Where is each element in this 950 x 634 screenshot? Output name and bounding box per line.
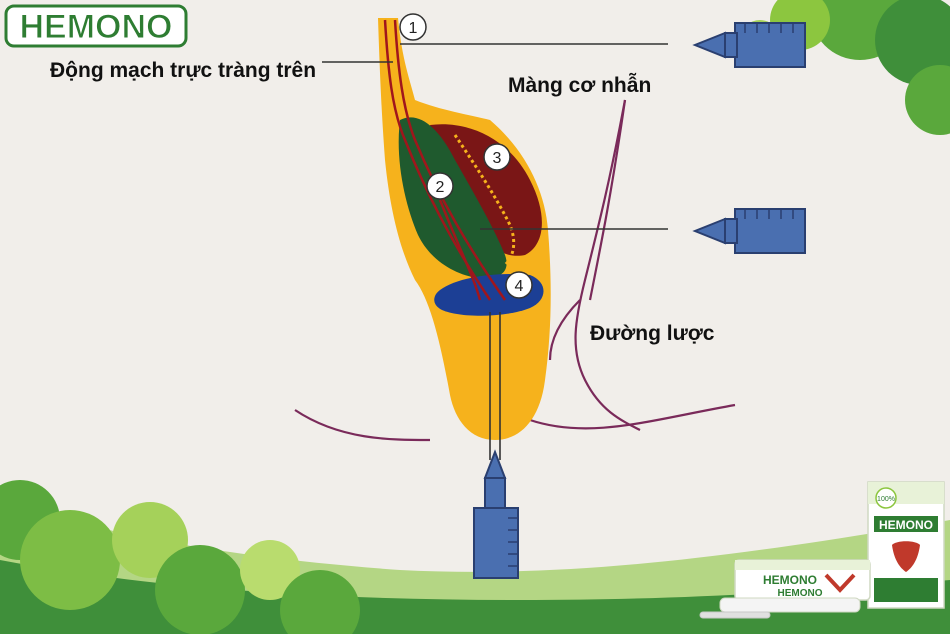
syringe-bottom [473, 449, 519, 579]
product-image: 100% HEMONO HEMONO HEMONO [699, 481, 945, 619]
green-zone [398, 117, 507, 279]
artery [383, 19, 507, 301]
pointer-lines [322, 43, 668, 460]
quality-seal-text: 100% [877, 496, 895, 503]
organ-graphic-icon [892, 541, 920, 572]
tube-brand: HEMONO [763, 573, 817, 587]
syringe-top [694, 22, 806, 68]
svg-text:1: 1 [409, 20, 418, 37]
red-zone [430, 124, 542, 256]
product-box: 100% HEMONO [867, 481, 945, 609]
svg-text:2: 2 [436, 179, 445, 196]
label-muscular-membrane: Màng cơ nhẫn [508, 73, 651, 97]
marker-4: 4 [505, 271, 533, 299]
brand-logo: HEMONO [4, 4, 188, 48]
brand-logo-text: HEMONO [20, 8, 173, 46]
product-box-brand: HEMONO [879, 518, 933, 532]
marker-2: 2 [426, 172, 454, 200]
label-dentate-line: Đường lược [590, 322, 715, 345]
marker-3: 3 [483, 143, 511, 171]
svg-text:3: 3 [493, 150, 502, 167]
product-tube: HEMONO HEMONO [699, 559, 871, 619]
marker-1: 1 [399, 13, 427, 41]
label-superior-rectal-artery: Động mạch trực tràng trên [50, 59, 316, 82]
quality-seal-icon [875, 487, 897, 509]
tube-brand-2: HEMONO [778, 588, 823, 599]
syringe-middle [694, 208, 806, 254]
membrane-dotted-line [453, 134, 516, 267]
svg-text:4: 4 [515, 278, 524, 295]
